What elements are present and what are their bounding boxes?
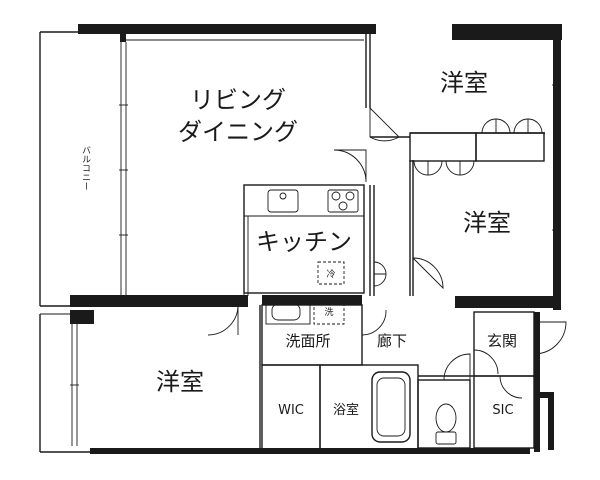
bedroom-bottom-left-label: 洋室	[156, 368, 204, 396]
hallway-label: 廊下	[377, 332, 407, 350]
living-label-line1: リビング	[190, 86, 286, 114]
door-swings	[207, 107, 567, 399]
sic-label: SIC	[492, 403, 513, 418]
washer-mark: 洗	[324, 306, 333, 318]
bedroom-top-right-label: 洋室	[440, 69, 488, 97]
living-label-line2: ダイニング	[178, 118, 298, 146]
bathtub	[371, 371, 411, 443]
balcony-area	[39, 31, 95, 453]
exterior-walls	[70, 24, 562, 454]
kitchen-label: キッチン	[256, 228, 352, 256]
windows	[70, 39, 560, 446]
toilet	[435, 403, 457, 445]
wic-label: WIC	[278, 403, 304, 418]
fridge-mark: 冷	[326, 268, 335, 280]
entrance-label: 玄関	[487, 332, 517, 350]
washer-space	[313, 297, 345, 325]
kitchen-fixtures	[267, 189, 359, 213]
balcony-label: バルコニー	[80, 145, 91, 190]
bathroom-label: 浴室	[333, 402, 359, 418]
wash-basin	[265, 299, 311, 325]
washroom-label: 洗面所	[285, 332, 330, 350]
fridge-space	[317, 261, 345, 285]
bedroom-middle-right-label: 洋室	[463, 209, 511, 237]
